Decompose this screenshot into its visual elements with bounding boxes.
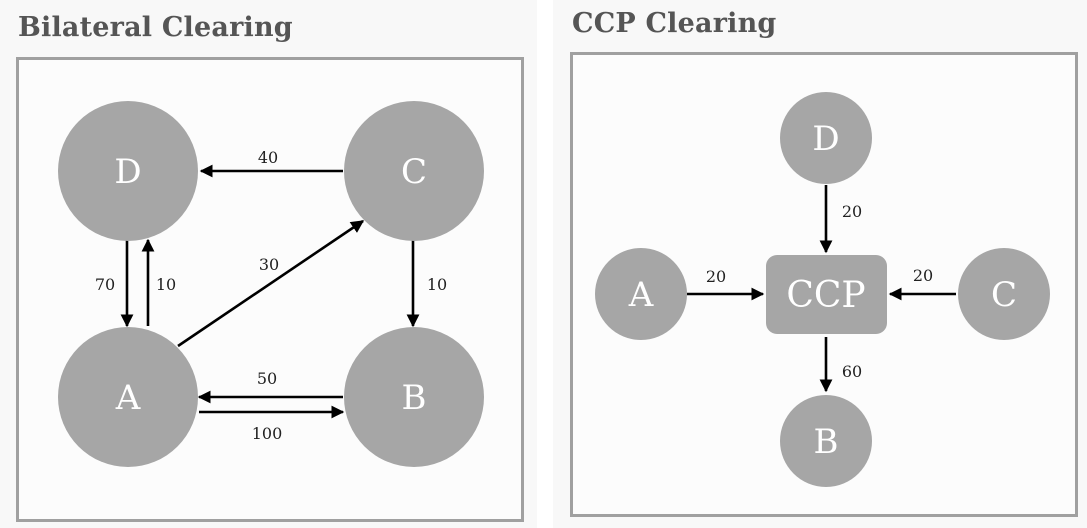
- node-label: A: [115, 378, 141, 418]
- node-c: C: [344, 101, 484, 241]
- node-a: A: [595, 248, 687, 340]
- ccp-diagram: D A CCP C B 20 20 20 60: [595, 92, 1050, 487]
- edge-label-c-to-b: 10: [427, 275, 447, 294]
- node-label: A: [628, 275, 654, 315]
- node-label: D: [812, 119, 839, 159]
- edge-a-to-c: [177, 219, 365, 348]
- bilateral-diagram: D C A B 40 70 10 30 10 50 100: [58, 101, 484, 467]
- node-label: C: [401, 152, 427, 192]
- node-d: D: [780, 92, 872, 184]
- edge-label-a-to-c: 30: [259, 255, 279, 274]
- node-label: CCP: [786, 275, 865, 316]
- node-d: D: [58, 101, 198, 241]
- edge-label-c-to-ccp: 20: [913, 266, 933, 285]
- node-a: A: [58, 327, 198, 467]
- edge-label-ccp-to-b: 60: [842, 362, 862, 381]
- edge-label-a-to-b: 100: [252, 424, 283, 443]
- edge-label-a-to-d: 10: [156, 275, 176, 294]
- node-ccp: CCP: [766, 255, 887, 334]
- panel-title: CCP Clearing: [572, 8, 777, 39]
- node-label: D: [114, 152, 141, 192]
- edge-label-b-to-a: 50: [257, 369, 277, 388]
- node-label: B: [402, 378, 427, 418]
- edge-label-a-to-ccp: 20: [706, 267, 726, 286]
- node-label: B: [814, 422, 839, 462]
- edge-label-d-to-a: 70: [95, 275, 115, 294]
- node-b: B: [344, 327, 484, 467]
- node-c: C: [958, 248, 1050, 340]
- node-b: B: [780, 395, 872, 487]
- panel-title: Bilateral Clearing: [18, 12, 293, 43]
- node-label: C: [991, 275, 1017, 315]
- edge-label-c-to-d: 40: [258, 148, 278, 167]
- edge-label-d-to-ccp: 20: [842, 202, 862, 221]
